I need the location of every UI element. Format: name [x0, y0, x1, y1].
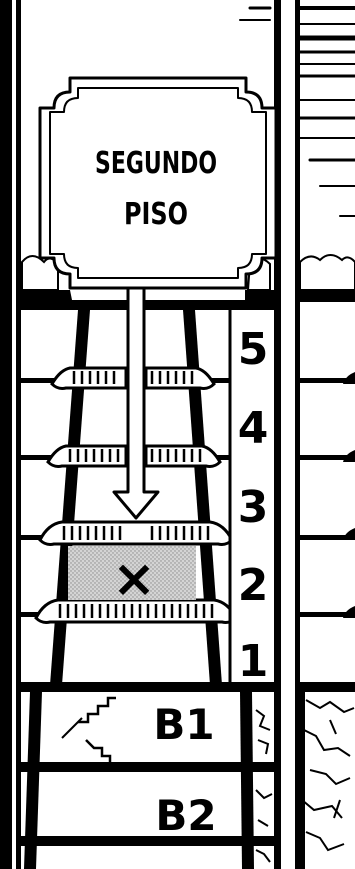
basement-section: B1 B2 — [21, 682, 354, 869]
basement-label-b1: B1 — [153, 700, 214, 749]
roof-ledge — [21, 300, 274, 310]
floor-label-1: 1 — [238, 636, 269, 687]
floor-number-column: 5 4 3 2 1 — [230, 310, 274, 687]
sign-line-2: PISO — [124, 197, 188, 232]
floor-label-4: 4 — [238, 403, 269, 454]
floor-sign: SEGUNDO PISO — [40, 78, 276, 288]
floor-label-2: 2 — [238, 560, 269, 611]
sign-line-1: SEGUNDO — [95, 146, 217, 181]
panel-divider — [274, 0, 300, 869]
floor-label-5: 5 — [238, 324, 269, 375]
left-frame — [0, 0, 21, 869]
basement-label-b2: B2 — [155, 791, 216, 840]
floor-marker-x: × — [112, 549, 156, 609]
floor-label-3: 3 — [238, 482, 269, 533]
